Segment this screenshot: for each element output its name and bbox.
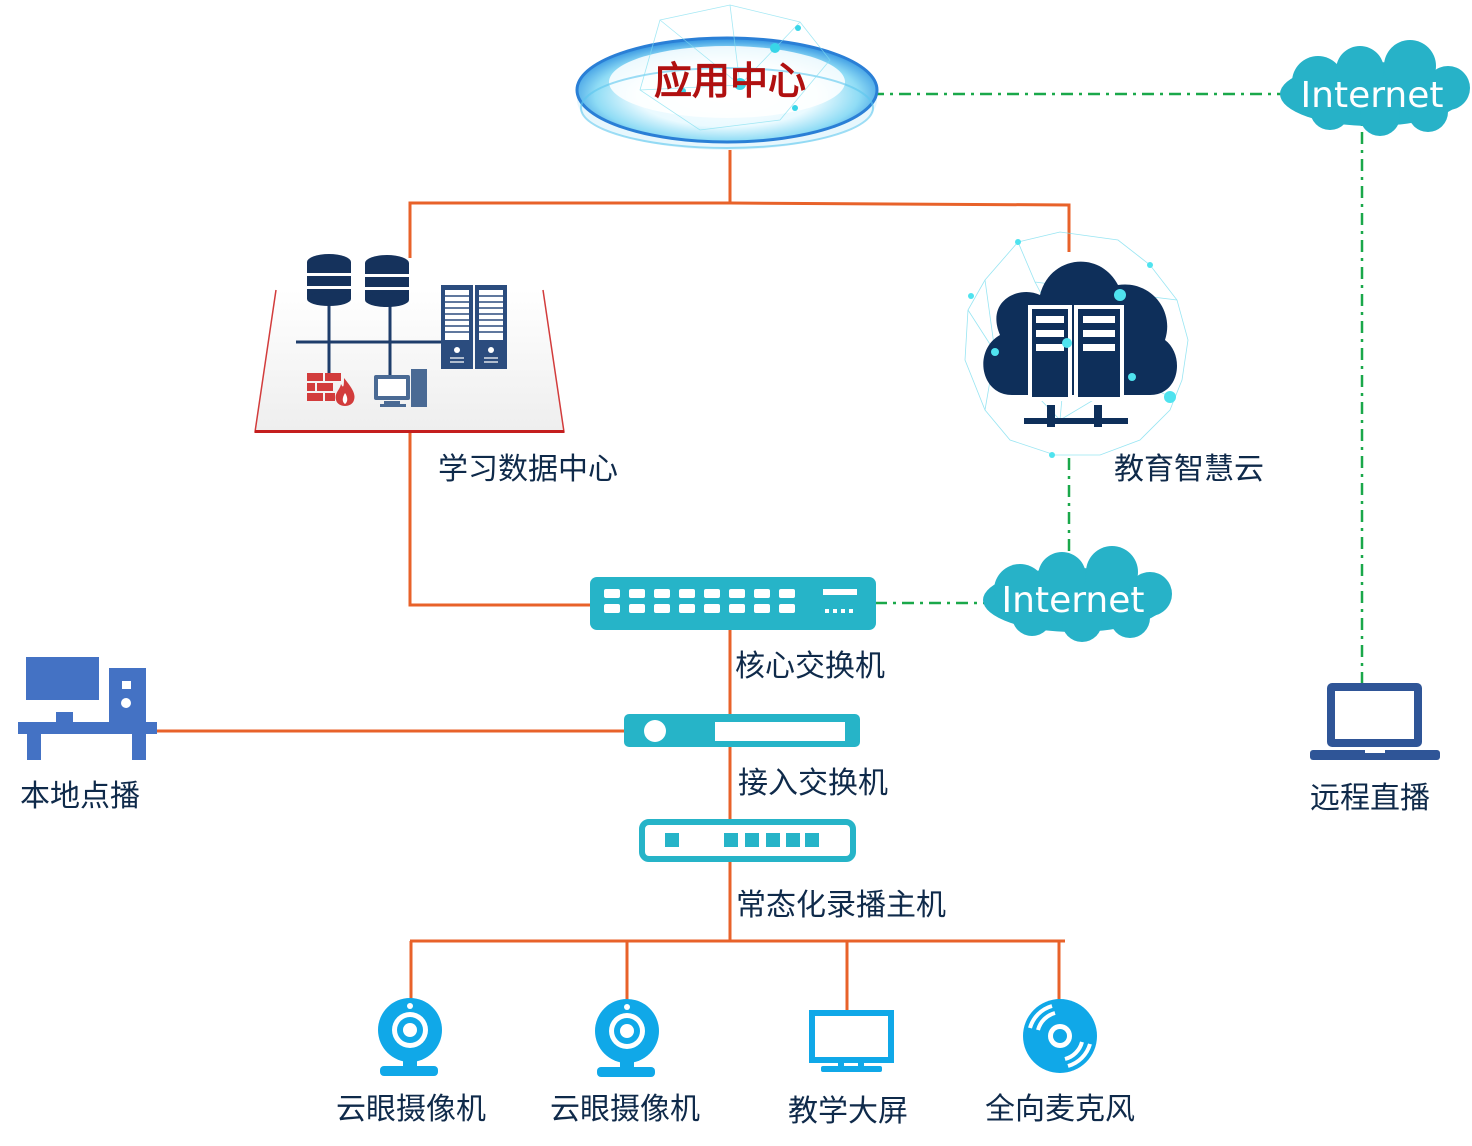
switch-port: [779, 604, 795, 613]
firewall-icon: [307, 373, 355, 406]
education-cloud-label: 教育智慧云: [1114, 452, 1264, 487]
access-switch-label: 接入交换机: [738, 766, 888, 801]
edge-app-center-to-edu-cloud: [729, 201, 1071, 252]
switch-port: [754, 589, 770, 598]
local-vod-label: 本地点播: [20, 779, 140, 814]
switch-port: [629, 589, 645, 598]
access-switch-icon: [624, 714, 860, 747]
datacenter-icon: [254, 254, 565, 433]
database-icon: [307, 254, 351, 306]
switch-port: [679, 604, 695, 613]
desktop-pc-icon: [18, 657, 157, 760]
remote-live-label: 远程直播: [1310, 781, 1430, 816]
server-rack-icon: [441, 285, 507, 369]
switch-port: [779, 589, 795, 598]
switch-port: [604, 589, 620, 598]
core-switch-label: 核心交换机: [735, 649, 885, 684]
learning-data-center-node[interactable]: [254, 254, 565, 433]
app-center-label: 应用中心: [654, 59, 807, 103]
platform-disc-icon: [575, 4, 879, 150]
switch-port: [604, 604, 620, 613]
remote-live-node[interactable]: [1310, 683, 1440, 760]
recording-host-node[interactable]: [639, 819, 856, 862]
database-icon: [365, 255, 409, 307]
camera-1-node[interactable]: [378, 998, 442, 1076]
microphone-icon: [1023, 999, 1097, 1073]
edge-app-center-to-data-center: [408, 201, 730, 258]
omni-mic-node[interactable]: [1023, 999, 1097, 1073]
core-switch-node[interactable]: [590, 577, 876, 630]
switch-port: [654, 604, 670, 613]
edge-data-center-to-core-switch: [408, 432, 590, 607]
cloud-icon: [1280, 40, 1470, 136]
switch-port: [704, 604, 720, 613]
internet-mid-label: Internet: [1002, 580, 1145, 621]
computer-icon: [374, 369, 427, 407]
teaching-screen-node[interactable]: [809, 1010, 894, 1072]
camera-2-node[interactable]: [595, 999, 659, 1077]
app-center-node[interactable]: [575, 4, 879, 150]
cloud-server-icon: [964, 231, 1189, 458]
recorder-host-icon: [639, 819, 856, 862]
switch-port: [704, 589, 720, 598]
internet-top-label: Internet: [1301, 75, 1444, 116]
local-vod-node[interactable]: [18, 657, 157, 760]
access-switch-node[interactable]: [624, 714, 860, 747]
internet-mid-node[interactable]: Internet: [983, 546, 1172, 642]
education-cloud-node[interactable]: [964, 231, 1189, 458]
switch-port: [754, 604, 770, 613]
edges: [148, 92, 1364, 1010]
switch-port: [729, 589, 745, 598]
omni-mic-label: 全向麦克风: [985, 1092, 1135, 1127]
teaching-screen-label: 教学大屏: [788, 1094, 908, 1129]
monitor-icon: [809, 1010, 894, 1072]
switch-port: [729, 604, 745, 613]
internet-top-node[interactable]: Internet: [1280, 40, 1470, 136]
cloud-icon: [983, 546, 1172, 642]
switch-icon: [590, 577, 876, 630]
switch-port: [629, 604, 645, 613]
camera-2-label: 云眼摄像机: [550, 1092, 700, 1127]
learning-data-center-label: 学习数据中心: [438, 452, 618, 487]
switch-port: [679, 589, 695, 598]
camera-1-label: 云眼摄像机: [336, 1092, 486, 1127]
recording-host-label: 常态化录播主机: [736, 888, 946, 923]
switch-port: [654, 589, 670, 598]
